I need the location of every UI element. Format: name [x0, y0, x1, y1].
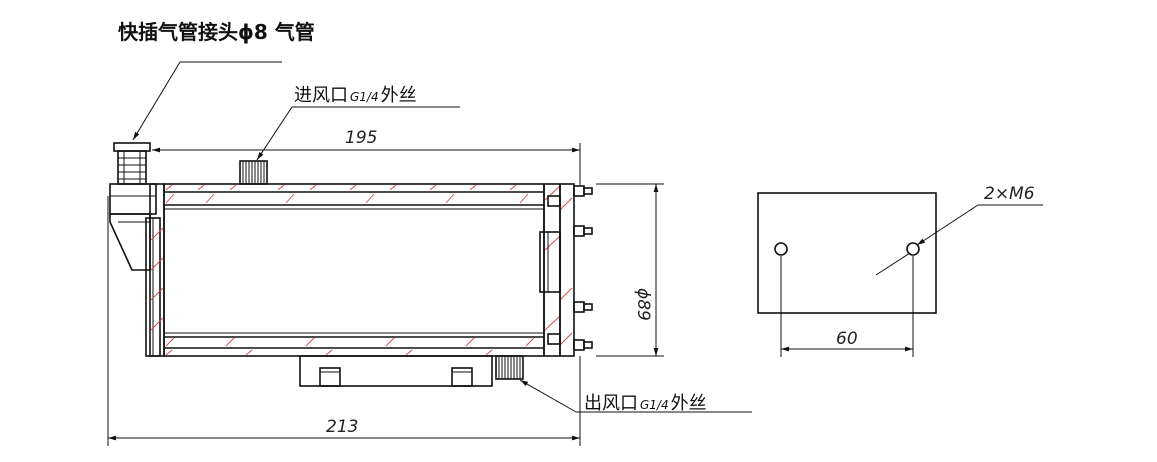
mount-hole-right — [906, 242, 920, 256]
dimension-213-text: 213 — [326, 417, 358, 437]
right-flange — [539, 183, 575, 357]
inlet-nipple — [239, 160, 268, 185]
dimension-diameter-text: ϕ89 — [633, 288, 653, 321]
inlet-text: 进风口 — [294, 85, 348, 106]
dimension-195: 195 — [152, 128, 581, 185]
outlet-thread: G1/4 — [640, 398, 669, 412]
inlet-suffix: 外丝 — [381, 85, 417, 106]
holes-callout: 2×M6 — [875, 184, 1043, 276]
quick-fitting-body — [109, 142, 157, 215]
side-plate — [757, 192, 937, 314]
dimension-diameter: ϕ89 — [596, 183, 664, 357]
outlet-leader — [519, 379, 752, 413]
holes-text: 2×M6 — [984, 184, 1035, 204]
quick-fitting-leader — [132, 61, 282, 141]
dimension-60-text: 60 — [836, 329, 858, 349]
inlet-thread: G1/4 — [350, 90, 379, 104]
mounting-base — [299, 355, 493, 387]
outlet-suffix: 外丝 — [671, 393, 707, 414]
mount-hole-left — [774, 242, 788, 256]
dimension-60: 60 — [780, 256, 914, 357]
flange-bolts — [573, 185, 593, 351]
quick-fitting-label: 快插气管接头ϕ8 气管 — [118, 20, 315, 44]
section-hatching — [150, 184, 573, 356]
outlet-nipple — [495, 355, 524, 380]
outlet-text: 出风口 — [584, 393, 638, 414]
dimension-195-text: 195 — [345, 128, 377, 148]
dimension-213: 213 — [107, 196, 581, 446]
cylinder-body — [163, 183, 545, 357]
